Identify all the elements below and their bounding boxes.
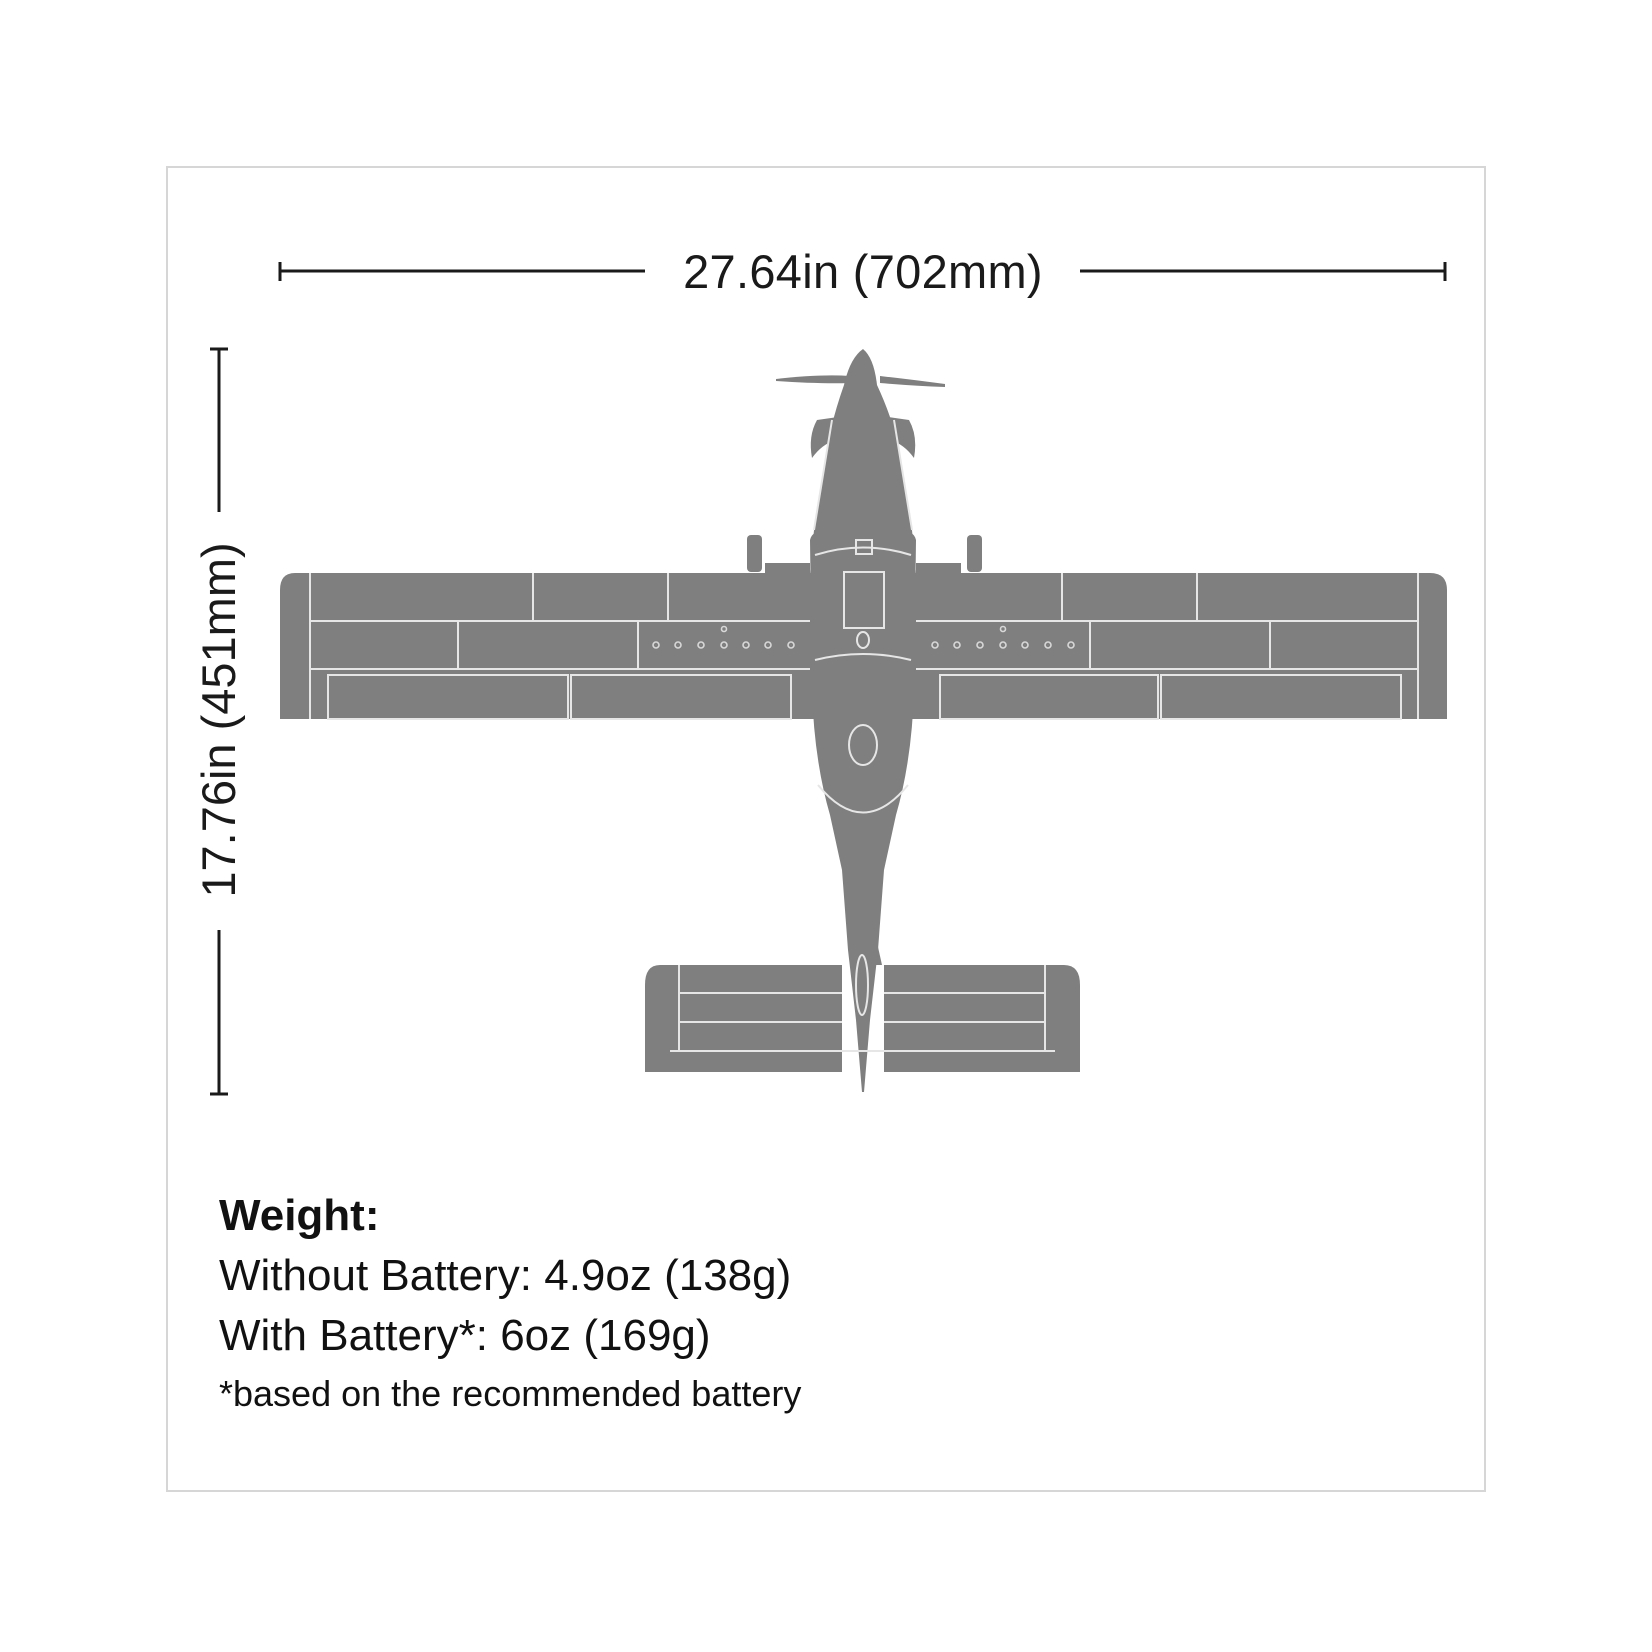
wing-servo-holes <box>652 625 1075 649</box>
right-wing-mount <box>967 535 982 572</box>
weight-without-battery: Without Battery: 4.9oz (138g) <box>219 1251 792 1300</box>
wingspan-dimension-line <box>278 262 1447 281</box>
fuselage-forward <box>810 385 916 575</box>
dorsal-fin <box>872 920 882 965</box>
horizontal-stabilizer <box>645 965 842 1072</box>
length-label: 17.76in (451mm) <box>192 542 245 898</box>
wingspan-label: 27.64in (702mm) <box>683 245 1043 298</box>
weight-footnote: *based on the recommended battery <box>219 1373 802 1414</box>
fuselage-nose <box>844 349 877 385</box>
left-wing-mount <box>747 535 762 572</box>
diagram-frame <box>166 166 1486 1492</box>
propeller-icon <box>776 375 945 387</box>
length-dimension-line <box>210 347 228 1096</box>
fuselage-center <box>810 528 916 1020</box>
rudder <box>856 1020 870 1092</box>
weight-specs: Weight: Without Battery: 4.9oz (138g) Wi… <box>219 1186 801 1422</box>
weight-with-battery: With Battery*: 6oz (169g) <box>219 1311 711 1360</box>
panel-lines <box>309 419 1419 1052</box>
weight-title: Weight: <box>219 1191 380 1240</box>
